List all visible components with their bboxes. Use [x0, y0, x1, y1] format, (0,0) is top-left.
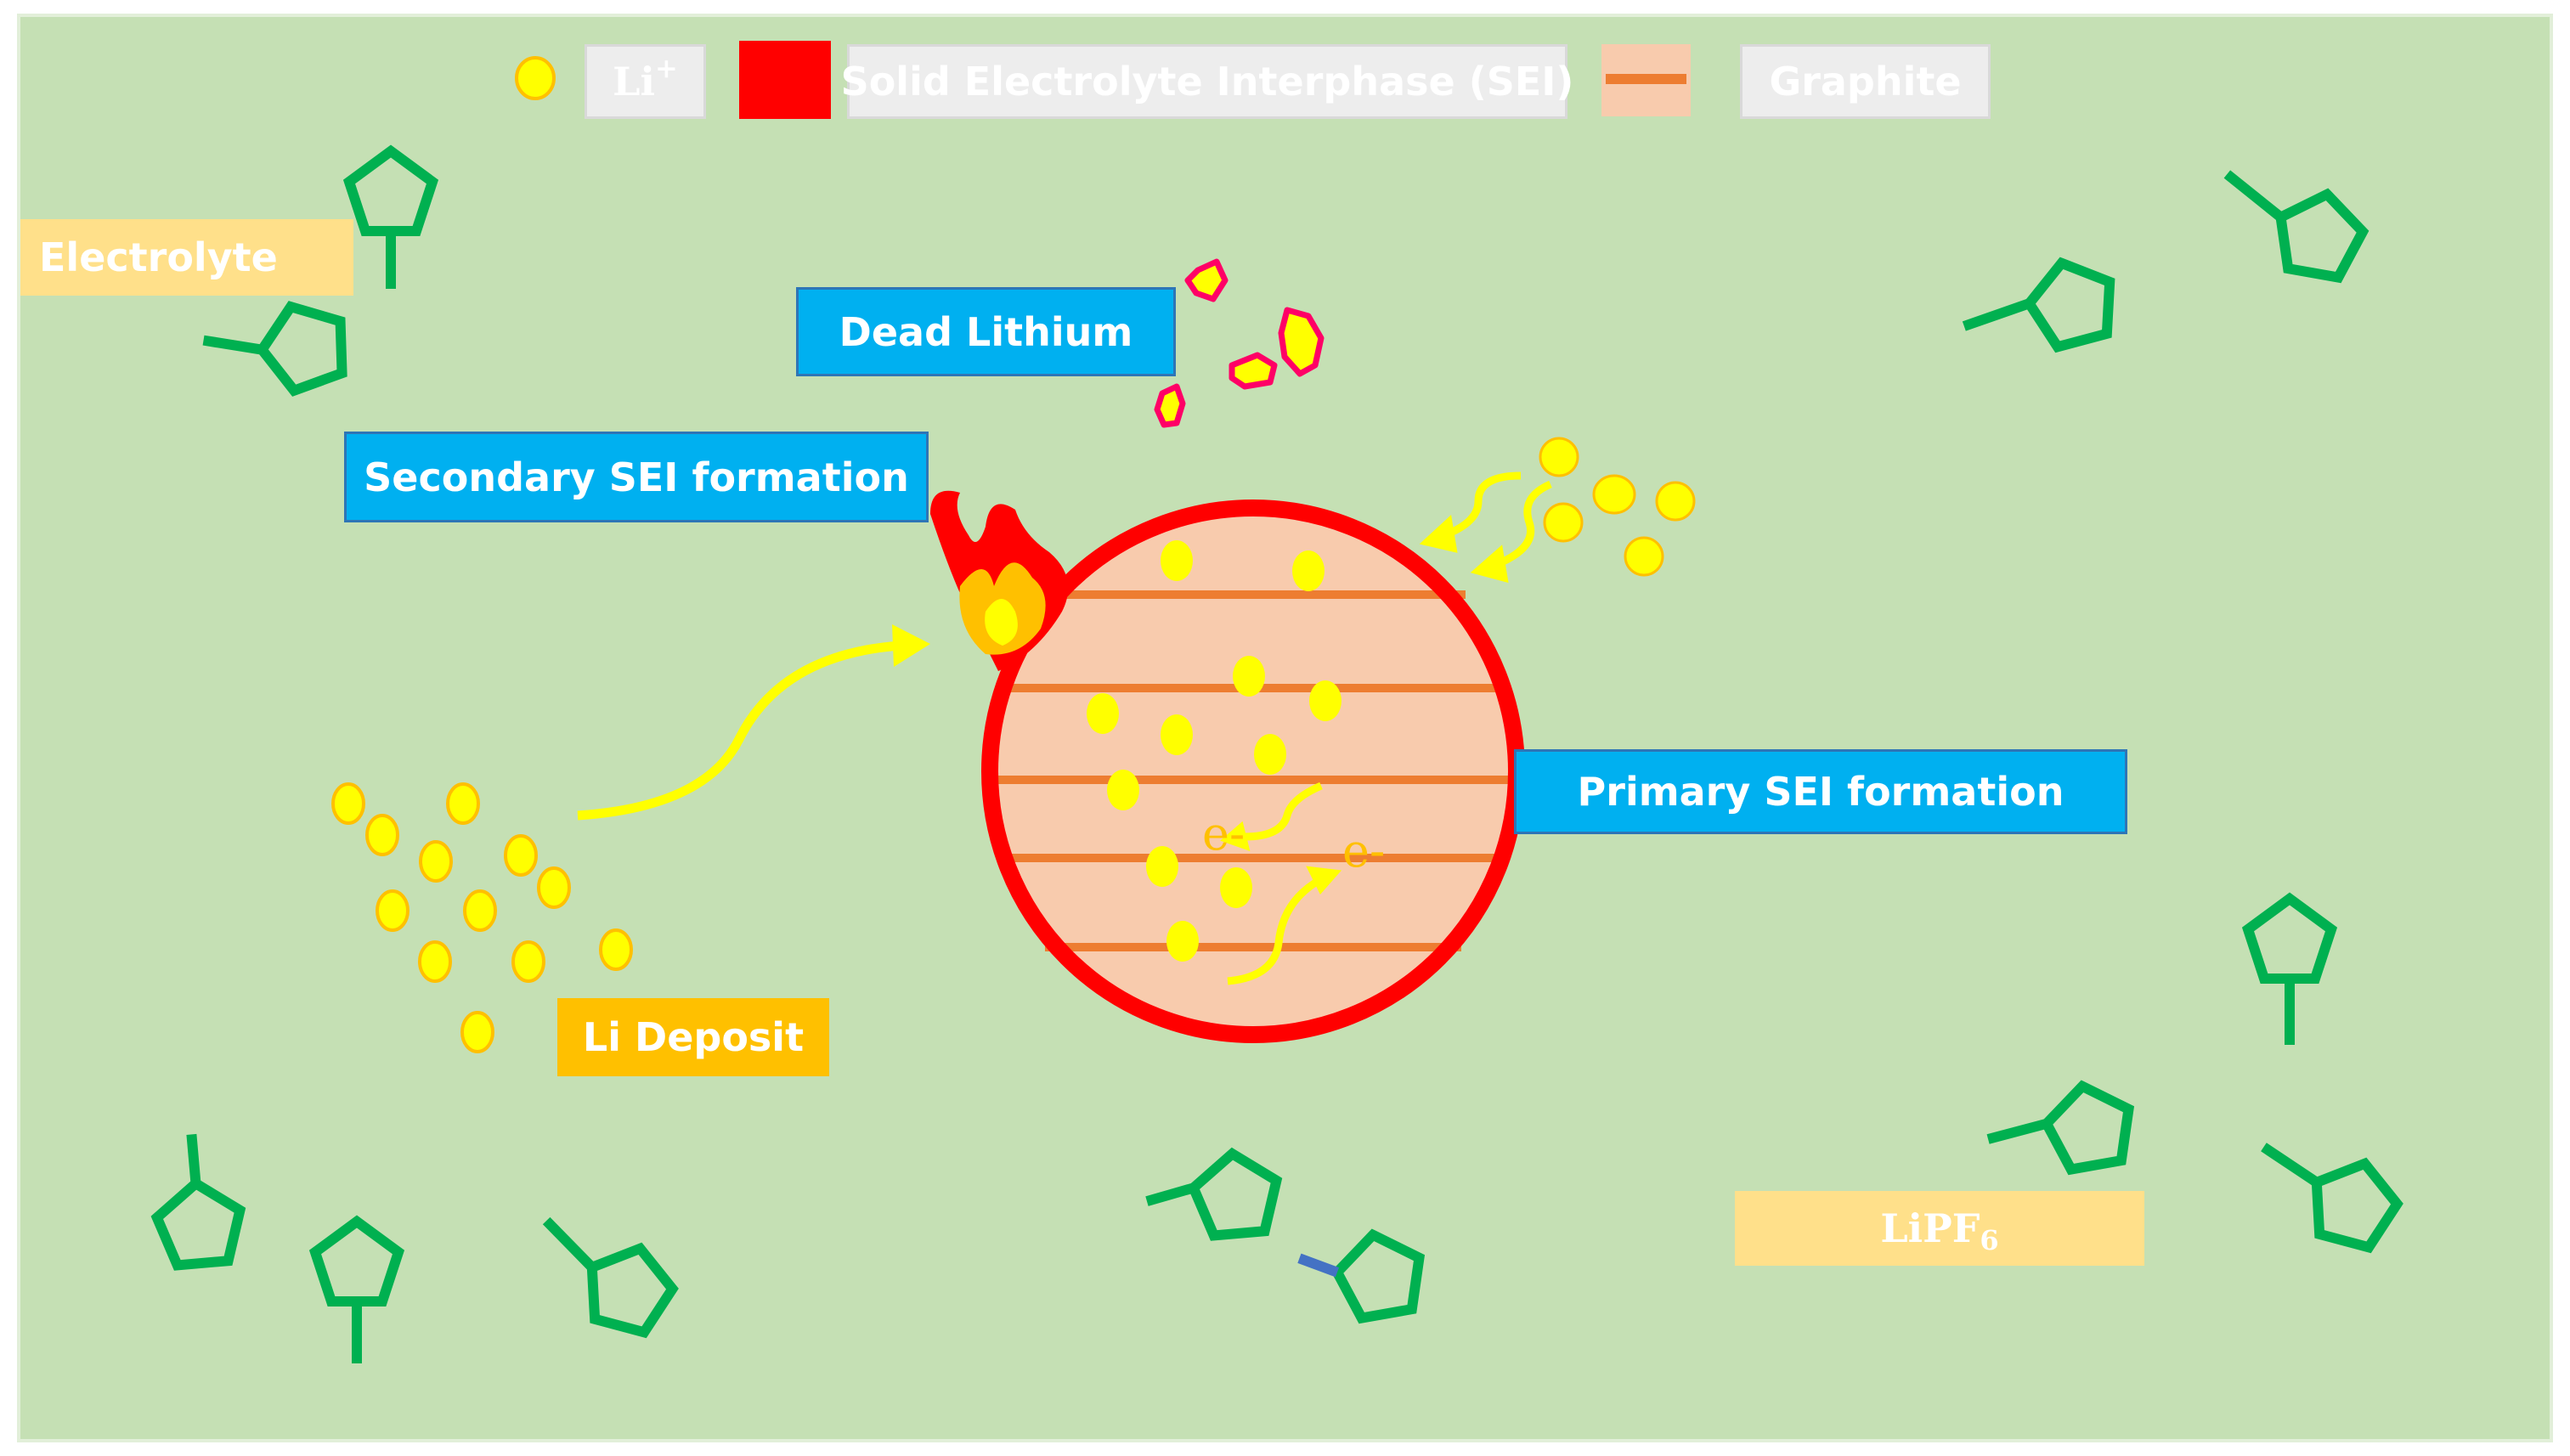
graphite-particle [981, 499, 1525, 1043]
legend-sei: Solid Electrolyte Interphase (SEI) [841, 44, 1573, 119]
electrolyte-label: Electrolyte [20, 219, 353, 296]
intercalated-li-ions [1087, 540, 1341, 962]
electron-label-2: e- [1342, 824, 1385, 878]
legend-swatches [515, 41, 1691, 119]
molecule [1145, 1150, 1281, 1241]
lipf6-sub: 6 [1980, 1224, 1999, 1256]
electron-label-1: e- [1202, 807, 1245, 861]
legend-graphite: Graphite [1740, 44, 1991, 119]
primary-sei-label: Primary SEI formation [1514, 749, 2127, 834]
li-deposit-label: Li Deposit [557, 998, 829, 1076]
molecule [2223, 170, 2369, 280]
molecule [2248, 899, 2331, 1045]
secondary-sei-flame [930, 490, 1069, 671]
li-ion-arrows [1419, 471, 1552, 584]
molecule [1962, 252, 2122, 369]
lipf6-text: LiPF [1880, 1205, 1980, 1251]
molecule [349, 151, 432, 289]
solvent-molecules [150, 151, 2405, 1363]
li-deposit-ions [331, 782, 633, 1053]
molecule [150, 1133, 245, 1267]
dead-lithium-fragments [1154, 258, 1325, 428]
graphite-core [994, 512, 1512, 1030]
deposit-arrow [577, 624, 930, 821]
molecule [2261, 1143, 2405, 1252]
secondary-sei-label: Secondary SEI formation [344, 432, 929, 522]
legend-li-ion-sup: + [655, 52, 678, 84]
electron-arrows [1220, 782, 1342, 985]
legend-li-ion-text: Li [613, 59, 655, 104]
legend-sei-swatch [739, 41, 831, 119]
molecule [1297, 1227, 1427, 1327]
molecule [542, 1216, 681, 1336]
dead-lithium-label: Dead Lithium [796, 287, 1176, 376]
legend-li-ion-swatch [515, 56, 556, 100]
legend-li-ion: Li+ [585, 44, 706, 119]
molecule [315, 1222, 398, 1363]
solvated-li-ions [1539, 437, 1696, 577]
molecule [202, 292, 358, 414]
molecule [1986, 1079, 2138, 1182]
